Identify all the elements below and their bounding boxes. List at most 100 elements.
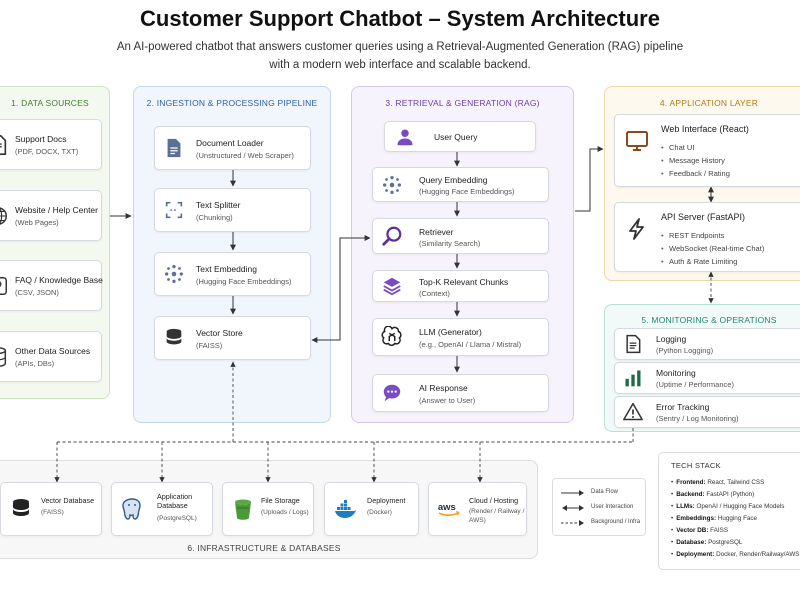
monitor-icon [626,131,648,151]
embedding-icon [165,265,183,283]
bucket-icon [235,499,251,520]
ingestion-title: 2. INGESTION & PROCESSING PIPELINE [146,98,318,108]
tech-key: Deployment: [676,551,715,558]
node-label: Error Tracking [656,402,710,412]
postgres-icon [122,498,141,520]
tech-value: Hugging Face [717,515,758,522]
tech-key: LLMs: [676,503,695,510]
node-label: Vector Store [196,328,243,338]
double-arrow-icon [562,505,584,511]
node-label: Monitoring [656,368,696,378]
monitoring-title: 5. MONITORING & OPERATIONS [641,315,777,325]
source-sub: (APIs, DBs) [15,359,55,368]
subtitle-line-2: with a modern web interface and scalable… [269,59,531,71]
llm-generator-node: LLM (Generator) (e.g., OpenAI / Llama / … [372,318,549,356]
logging-node: Logging (Python Logging) [614,328,800,360]
tech-value: OpenAI / Hugging Face Models [696,503,785,510]
tech-stack-item: Frontend: React, Tailwind CSS [671,477,800,489]
node-label: Text Splitter [196,200,241,210]
node-label: Retriever [419,227,454,237]
deployment-node: Deployment (Docker) [324,482,419,536]
node-label: Text Embedding [196,264,257,274]
tech-value: PostgreSQL [708,539,743,546]
node-label: Top-K Relevant Chunks [419,277,509,287]
text-embedding-node: Text Embedding (Hugging Face Embeddings) [154,252,311,296]
split-icon [165,201,183,219]
source-other: Other Data Sources (APIs, DBs) [0,331,102,382]
tech-value: FastAPI (Python) [706,491,755,498]
web-interface-node: Web Interface (React) Chat UI Message Hi… [614,114,800,187]
node-sub: (FAISS) [196,341,223,350]
node-sub: (Similarity Search) [419,239,481,248]
node-sub: (Uptime / Performance) [656,380,734,389]
node-label: Document Loader [196,138,264,148]
source-sub: (CSV, JSON) [15,288,59,297]
node-label: Logging [656,334,687,344]
cloud-hosting-node: aws Cloud / Hosting (Render / Railway / … [428,482,527,536]
node-sub: (Answer to User) [419,396,476,405]
feature-item: Auth & Rate Limiting [669,255,764,268]
bar-chart-icon [625,370,641,387]
database-icon [166,328,182,345]
chat-icon [383,384,401,402]
label-line: Application [157,492,193,501]
node-label: Vector Database [41,496,95,505]
web-interface-label: Web Interface (React) [661,124,749,134]
feature-item: Feedback / Rating [669,167,730,180]
tech-stack-item: Vector DB: FAISS [671,525,800,537]
retriever-node: Retriever (Similarity Search) [372,218,549,254]
label-line: Database [157,501,188,510]
tech-stack-item: LLMs: OpenAI / Hugging Face Models [671,501,800,513]
monitoring-node: Monitoring (Uptime / Performance) [614,362,800,394]
tech-stack-list: Frontend: React, Tailwind CSS Backend: F… [671,477,800,561]
llm-icon [381,326,402,346]
node-sub: (Context) [419,289,450,298]
document-icon [0,134,7,155]
source-faq: FAQ / Knowledge Base (CSV, JSON) [0,260,103,311]
node-sub: (Hugging Face Embeddings) [196,277,292,286]
feature-item: WebSocket (Real-time Chat) [669,242,764,255]
file-icon [167,138,181,158]
node-sub: (PostgreSQL) [157,515,197,522]
embedding-icon [383,175,401,194]
node-label: Query Embedding [419,175,488,185]
user-query-node: User Query [384,121,536,152]
dashed-arrow-icon [561,520,584,526]
source-label: Other Data Sources [15,346,91,356]
tech-stack-item: Deployment: Docker, Render/Railway/AWS [671,549,799,561]
node-sub: (FAISS) [41,509,64,516]
warning-icon [623,402,643,421]
log-icon [626,334,641,354]
source-label: Support Docs [15,134,67,144]
tech-stack-box: TECH STACK Frontend: React, Tailwind CSS… [658,452,800,570]
feature-item: Chat UI [669,141,730,154]
error-tracking-node: Error Tracking (Sentry / Log Monitoring) [614,396,800,428]
node-label: File Storage [261,496,300,505]
tech-key: Frontend: [676,479,706,486]
node-label: Deployment [367,496,406,505]
text-splitter-node: Text Splitter (Chunking) [154,188,311,232]
api-server-label: API Server (FastAPI) [661,212,746,222]
tech-value: React, Tailwind CSS [707,479,765,486]
node-sub: (Unstructured / Web Scraper) [196,151,294,160]
infrastructure-title: 6. INFRASTRUCTURE & DATABASES [187,543,341,553]
subtitle-line-1: An AI-powered chatbot that answers custo… [116,41,684,53]
node-sub: (Docker) [367,509,392,516]
document-loader-node: Document Loader (Unstructured / Web Scra… [154,126,311,170]
knowledge-icon [0,276,7,295]
lightning-icon [629,218,644,240]
database-icon [0,346,7,367]
node-label: Application Database [157,492,192,510]
tech-stack-item: Database: PostgreSQL [671,537,800,549]
source-label: Website / Help Center [15,205,98,215]
legend-user-interaction: User Interaction [561,502,647,514]
node-sub: (Sentry / Log Monitoring) [656,414,739,423]
node-sub: (Hugging Face Embeddings) [419,187,515,196]
node-label: LLM (Generator) [419,327,482,337]
application-database-node: Application Database (PostgreSQL) [111,482,213,536]
tech-key: Backend: [676,491,705,498]
page-subtitle: An AI-powered chatbot that answers custo… [100,38,700,74]
legend-label: Background / Infra [591,519,641,525]
legend-data-flow: Data Flow [561,487,647,499]
top-k-chunks-node: Top-K Relevant Chunks (Context) [372,270,549,302]
